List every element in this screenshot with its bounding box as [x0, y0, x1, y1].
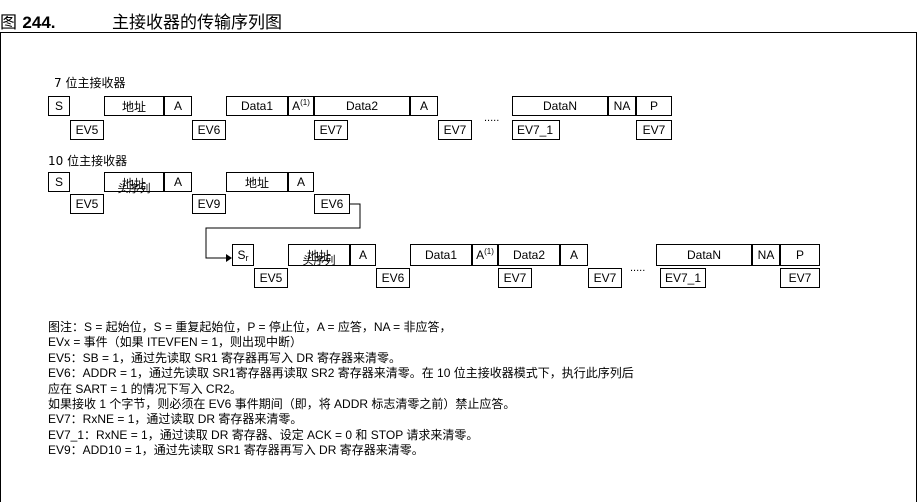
seq7-bottom-ev5: EV5	[70, 120, 104, 140]
seq7-bottom-ev7b: EV7	[438, 120, 472, 140]
seq10-ellipsis: .....	[630, 262, 646, 274]
figure-frame	[0, 32, 917, 502]
seq7-bottom-ev7c: EV7	[636, 120, 672, 140]
seq7-bottom-ev6: EV6	[192, 120, 226, 140]
note-evx: EVx = 事件（如果 ITEVFEN = 1，则出现中断）	[48, 335, 303, 350]
seq10-r2-ev7: EV7	[498, 268, 532, 288]
seq7-top-start: S	[48, 96, 70, 116]
seq10-r2-ev5: EV5	[254, 268, 288, 288]
seq10-r2-datan: DataN	[656, 244, 752, 266]
seq10-r2-data1: Data1	[410, 244, 472, 266]
seq7-top-ack2: A	[410, 96, 438, 116]
section-10bit-label: 10 位主接收器	[48, 154, 128, 168]
seq10-r2-ev6: EV6	[376, 268, 410, 288]
seq10-r1-ev9: EV9	[192, 194, 226, 214]
figure-title: 图 244. 主接收器的传输序列图	[0, 0, 922, 33]
section-7bit-label: 7 位主接收器	[54, 76, 126, 90]
seq10-r1-ack1: A	[164, 172, 192, 192]
figure-number: 图 244.	[0, 13, 56, 33]
seq7-top-data1: Data1	[226, 96, 288, 116]
seq7-ellipsis: .....	[484, 112, 500, 124]
seq10-r1-ev6: EV6	[314, 194, 350, 214]
seq10-r2-header: 头序列	[302, 254, 336, 267]
seq10-r2-data2: Data2	[498, 244, 560, 266]
seq7-top-ack: A	[164, 96, 192, 116]
seq10-r1-ack2: A	[288, 172, 314, 192]
seq10-r2-ack: A	[350, 244, 376, 266]
seq10-r2-ack2: A	[560, 244, 588, 266]
seq7-top-address: 地址	[104, 96, 164, 116]
seq7-bottom-ev7-1: EV7_1	[512, 120, 560, 140]
note-ev5: EV5：SB = 1，通过先读取 SR1 寄存器再写入 DR 寄存器来清零。	[48, 350, 402, 365]
seq10-r1-ev5: EV5	[70, 194, 104, 214]
figure-caption: 主接收器的传输序列图	[112, 13, 282, 33]
seq10-r1-address2: 地址	[226, 172, 288, 192]
seq7-top-data2: Data2	[314, 96, 410, 116]
seq7-top-nack: NA	[608, 96, 636, 116]
seq7-top-stop: P	[636, 96, 672, 116]
seq10-r1-header: 头序列	[117, 182, 151, 195]
note-ev6: EV6：ADDR = 1，通过先读取 SR1寄存器再读取 SR2 寄存器来清零。…	[48, 366, 634, 381]
note-legend: 图注：S = 起始位，S = 重复起始位，P = 停止位，A = 应答，NA =…	[48, 320, 452, 334]
seq10-r2-nack: NA	[752, 244, 780, 266]
note-ev7: EV7：RxNE = 1，通过读取 DR 寄存器来清零。	[48, 412, 303, 427]
legend-notes: 图注：S = 起始位，S = 重复起始位，P = 停止位，A = 应答，NA =…	[48, 320, 634, 459]
seq10-r2-stop: P	[780, 244, 820, 266]
seq10-r1-address1: 地址	[104, 172, 164, 192]
seq10-r1-start: S	[48, 172, 70, 192]
seq7-top-ack1: A(1)	[288, 96, 314, 116]
seq10-r2-address: 地址	[288, 244, 350, 266]
seq10-r2-ev7-1: EV7_1	[660, 268, 706, 288]
seq7-top-datan: DataN	[512, 96, 608, 116]
note-single-byte: 如果接收 1 个字节，则必须在 EV6 事件期间（即，将 ADDR 标志清零之前…	[48, 397, 516, 412]
seq10-r2-ack1: A(1)	[472, 244, 498, 266]
seq10-r2-ev7c: EV7	[780, 268, 820, 288]
note-ev6-cont: 应在 SART = 1 的情况下写入 CR2。	[48, 381, 242, 396]
note-ev7-1: EV7_1：RxNE = 1，通过读取 DR 寄存器、设定 ACK = 0 和 …	[48, 427, 479, 442]
note-ev9: EV9：ADD10 = 1，通过先读取 SR1 寄存器再写入 DR 寄存器来清零…	[48, 443, 424, 458]
seq7-bottom-ev7: EV7	[314, 120, 348, 140]
seq10-r2-ev7b: EV7	[588, 268, 622, 288]
